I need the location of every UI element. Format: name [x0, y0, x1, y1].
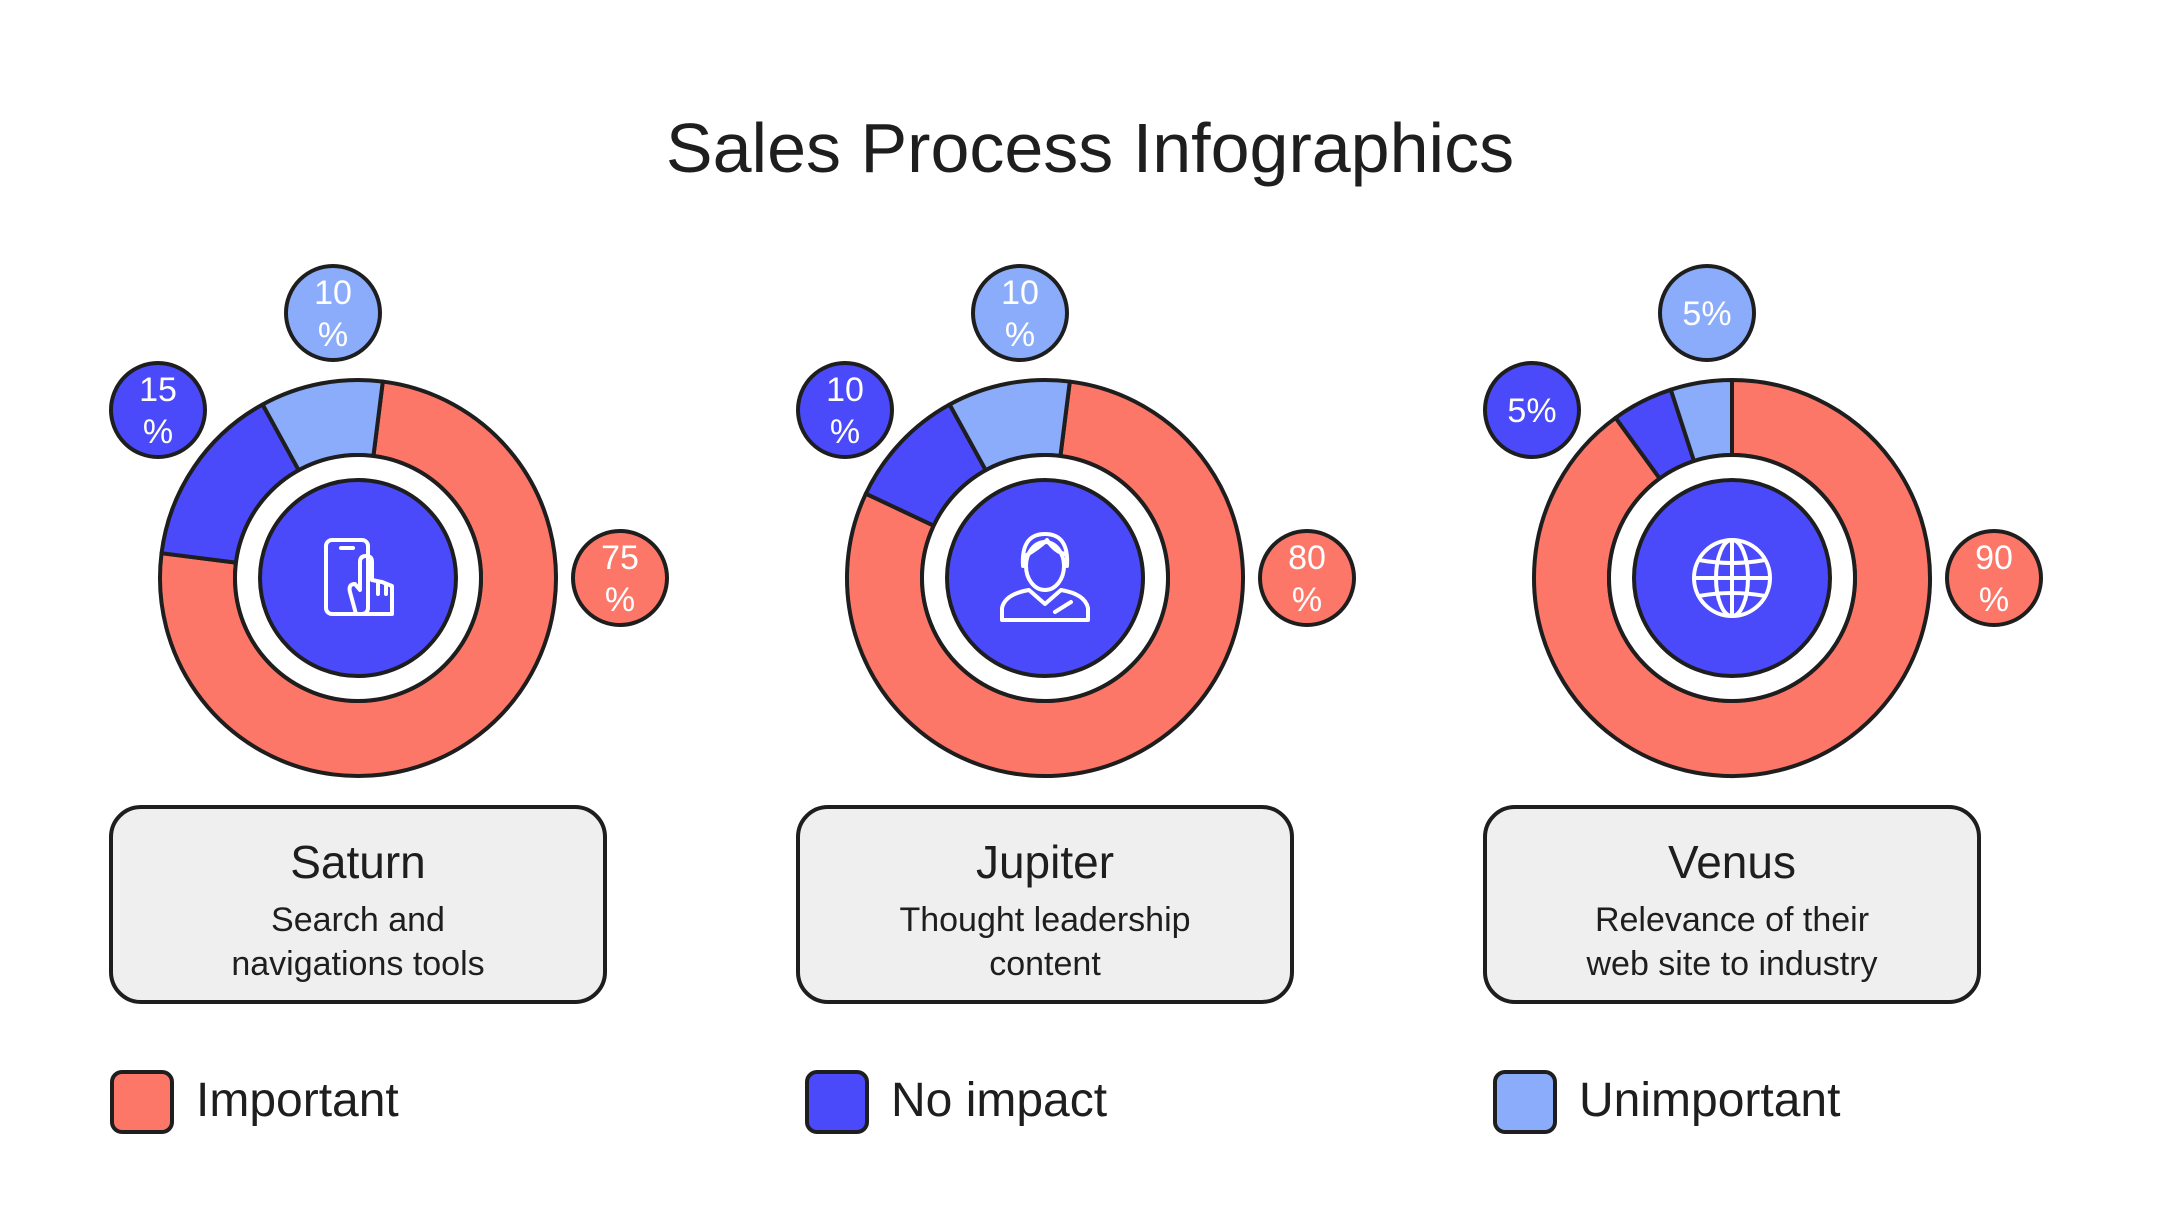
slice-value-text: 10	[826, 371, 864, 409]
legend-label: Important	[196, 1074, 399, 1127]
card-title: Jupiter	[976, 836, 1114, 888]
slice-value-text: %	[318, 316, 348, 354]
slice-label-no-impact: 5%	[1483, 361, 1581, 459]
slice-value-text: %	[605, 581, 635, 619]
card-box	[796, 805, 1294, 1004]
card-description: navigations tools	[231, 945, 484, 983]
slice-value-text: 15	[139, 371, 177, 409]
slice-value-text: %	[1292, 581, 1322, 619]
slice-value-text: 80	[1288, 539, 1326, 577]
card-title: Saturn	[290, 836, 426, 888]
slice-label-unimportant: 10%	[971, 264, 1069, 362]
slice-label-important: 80%	[1258, 529, 1356, 627]
legend-label: Unimportant	[1579, 1074, 1840, 1127]
label-bubble	[109, 361, 207, 459]
slice-value-text: %	[143, 413, 173, 451]
label-bubble	[1658, 264, 1756, 362]
legend-item-unimportant: Unimportant	[1493, 1070, 1840, 1134]
card-description: web site to industry	[1585, 945, 1877, 983]
center-disc	[945, 478, 1145, 678]
label-bubble	[1945, 529, 2043, 627]
label-bubble	[1483, 361, 1581, 459]
phone-touch-icon	[324, 538, 394, 616]
label-bubble	[796, 361, 894, 459]
slice-value-text: 10	[314, 274, 352, 312]
card-description: content	[989, 945, 1101, 983]
label-bubble	[1258, 529, 1356, 627]
legend-label: No impact	[891, 1074, 1107, 1127]
donut-saturn: 75%15%10%	[109, 264, 669, 778]
card-title: Venus	[1668, 836, 1796, 888]
donut-venus: 90% 5% 5%	[1483, 264, 2043, 778]
slice-label-no-impact: 10%	[796, 361, 894, 459]
legend-swatch	[805, 1070, 869, 1134]
slice-label-unimportant: 10%	[284, 264, 382, 362]
label-bubble	[971, 264, 1069, 362]
slice-label-important: 75%	[571, 529, 669, 627]
slice-value-text: 10	[1001, 274, 1039, 312]
user-icon	[1000, 532, 1090, 622]
card-box	[109, 805, 607, 1004]
legend-swatch	[110, 1070, 174, 1134]
label-bubble	[571, 529, 669, 627]
card-box	[1483, 805, 1981, 1004]
slice-value-text: %	[1005, 316, 1035, 354]
label-bubble	[284, 264, 382, 362]
card-description: Relevance of their	[1595, 901, 1869, 939]
slice-label-no-impact: 15%	[109, 361, 207, 459]
slice-value-text: 5%	[1507, 392, 1556, 430]
card-description: Thought leadership	[899, 901, 1190, 939]
card-description: Search and	[271, 901, 445, 939]
page-title: Sales Process Infographics	[666, 109, 1514, 187]
slice-value-text: 75	[601, 539, 639, 577]
slice-label-unimportant: 5%	[1658, 264, 1756, 362]
legend-item-important: Important	[110, 1070, 399, 1134]
slice-value-text: 90	[1975, 539, 2013, 577]
legend-swatch	[1493, 1070, 1557, 1134]
donut-jupiter: 80%10%10%	[796, 264, 1356, 778]
slice-value-text: %	[830, 413, 860, 451]
slice-value-text: 5%	[1682, 295, 1731, 333]
globe-icon	[1692, 538, 1772, 618]
slice-label-important: 90%	[1945, 529, 2043, 627]
slice-value-text: %	[1979, 581, 2009, 619]
legend-item-no-impact: No impact	[805, 1070, 1107, 1134]
